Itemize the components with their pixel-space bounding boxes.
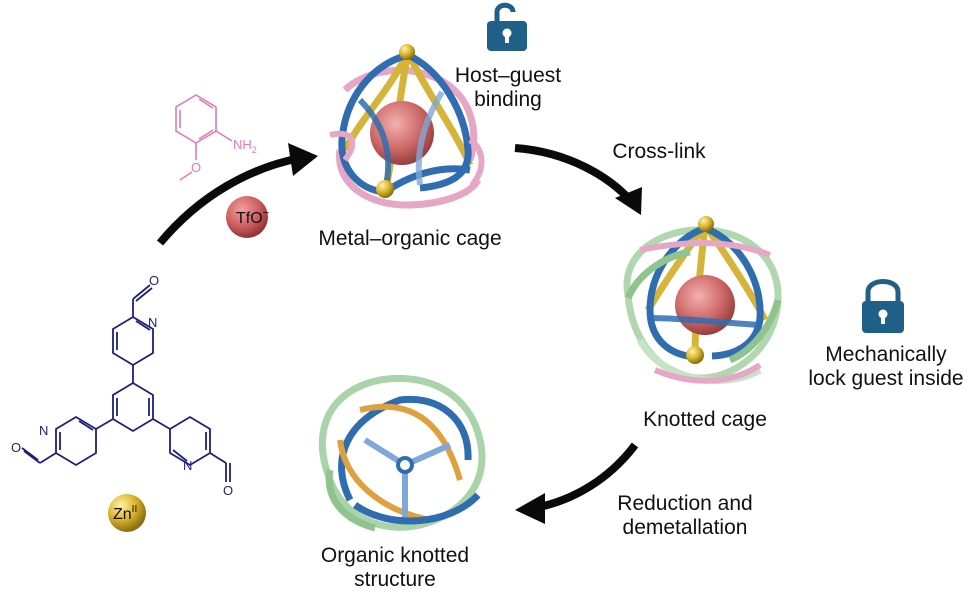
- reduction-line-2: demetallation: [622, 516, 748, 539]
- methoxy-oxygen-label: O: [191, 160, 201, 175]
- ligand-atom-labels: O N N O N O: [11, 273, 233, 498]
- trialdehyde-ligand-structure: [21, 284, 231, 482]
- svg-text:TfO−: TfO−: [236, 207, 269, 227]
- host-guest-line-1: Host–guest: [454, 64, 562, 87]
- zinc-ion: ZnII: [108, 494, 146, 532]
- arrows: [156, 143, 642, 524]
- arrow-head-ligand-to-cage: [288, 143, 318, 176]
- amine-label: NH2: [233, 137, 257, 155]
- top-aldehyde-oxygen: O: [149, 273, 159, 288]
- knotted-cage-model: [623, 216, 782, 384]
- mechanically-line-1: Mechanically: [825, 343, 947, 366]
- cross-link-label: Cross-link: [612, 140, 706, 163]
- right-pyridine-nitrogen: N: [183, 458, 192, 473]
- arrow-knot-to-organic: [534, 442, 639, 512]
- organic-knotted-structure-model: [318, 375, 486, 532]
- arrow-head-cage-to-knot: [615, 187, 642, 215]
- unlocked-padlock-icon: [487, 2, 527, 51]
- reduction-line-1: Reduction and: [617, 492, 753, 515]
- locked-padlock-icon: [862, 279, 904, 333]
- host-guest-binding-label: Host–guest binding: [448, 64, 568, 112]
- organic-line-2: structure: [354, 568, 436, 591]
- reduction-demetallation-label: Reduction and demetallation: [600, 492, 770, 540]
- host-guest-line-2: binding: [474, 88, 542, 111]
- arrow-head-knot-to-organic: [515, 493, 545, 524]
- mechanically-line-2: lock guest inside: [808, 367, 964, 390]
- arrow-ligand-to-cage: [156, 154, 301, 246]
- metal-organic-cage-label: Metal–organic cage: [318, 227, 502, 250]
- knotted-cage-label: Knotted cage: [643, 408, 767, 431]
- metal-organic-cage-model: [329, 44, 485, 209]
- methoxyaniline-structure: [175, 94, 233, 181]
- mechanically-lock-label: Mechanically lock guest inside: [800, 343, 972, 391]
- svg-text:ZnII: ZnII: [113, 504, 137, 523]
- arrow-cage-to-knot: [514, 144, 633, 203]
- right-aldehyde-oxygen: O: [223, 483, 233, 498]
- left-aldehyde-oxygen: O: [11, 440, 21, 455]
- top-pyridine-nitrogen: N: [148, 315, 157, 330]
- organic-knotted-structure-label: Organic knotted structure: [305, 544, 485, 592]
- triflate-anion: TfO−: [226, 196, 269, 238]
- organic-line-1: Organic knotted: [320, 544, 470, 567]
- left-pyridine-nitrogen: N: [39, 423, 48, 438]
